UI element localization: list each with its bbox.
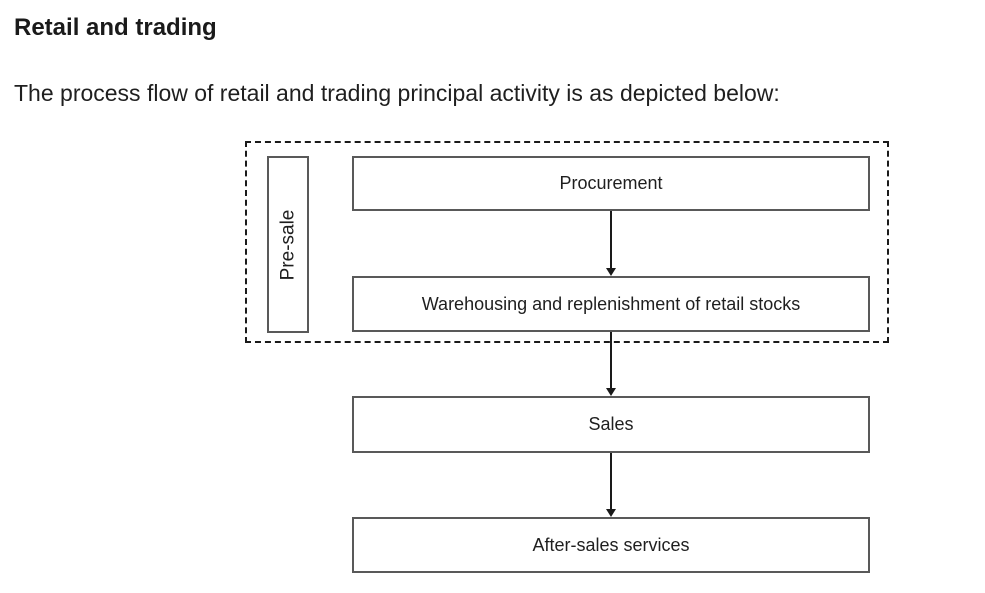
flow-node-label: Sales bbox=[588, 414, 634, 434]
intro-text: The process flow of retail and trading p… bbox=[14, 80, 780, 106]
flow-arrow-sales-to-after-sales bbox=[606, 453, 616, 517]
presale-group-label: Pre-sale bbox=[277, 209, 298, 280]
flow-node-label: Procurement bbox=[559, 173, 663, 193]
flow-arrow-warehousing-to-sales bbox=[606, 332, 616, 396]
flow-node-label: Warehousing and replenishment of retail … bbox=[421, 293, 801, 314]
flow-arrow-procurement-to-warehousing bbox=[606, 211, 616, 276]
section-heading: Retail and trading bbox=[14, 14, 217, 41]
presale-group-label-box: Pre-sale bbox=[267, 156, 309, 333]
flow-node-procurement: Procurement bbox=[352, 156, 870, 211]
flow-node-warehousing: Warehousing and replenishment of retail … bbox=[352, 276, 870, 332]
flow-node-sales: Sales bbox=[352, 396, 870, 453]
flow-node-label: After-sales services bbox=[532, 534, 690, 555]
presale-group-outline bbox=[245, 141, 889, 343]
flow-node-after-sales: After-sales services bbox=[352, 517, 870, 573]
